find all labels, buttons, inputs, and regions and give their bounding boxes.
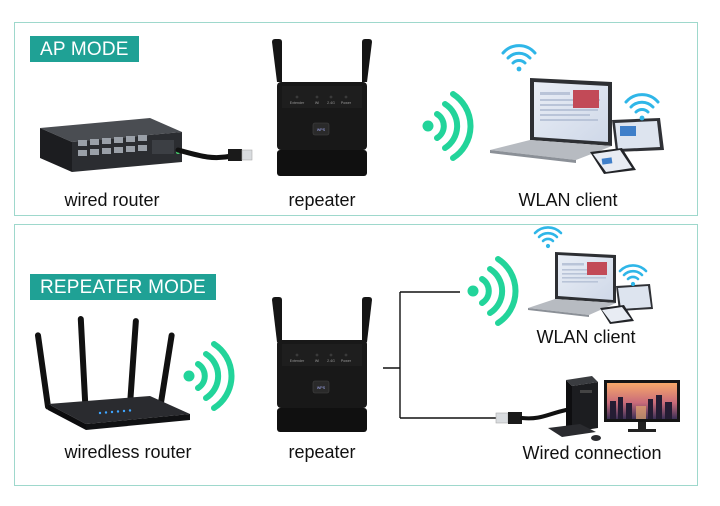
wifi-icon <box>533 226 563 249</box>
repeater-mode-label: REPEATER MODE <box>30 274 216 300</box>
indicator-label: Wi <box>315 101 319 105</box>
ap-repeater-caption: repeater <box>288 190 356 210</box>
repeater-device: Extender Wi 2.4G Power WPS <box>272 297 372 432</box>
wired-router-image <box>40 118 182 172</box>
indicator-label: 2.4G <box>327 359 335 363</box>
repeater-caption: repeater <box>288 442 356 462</box>
wired-connection-image <box>495 376 680 441</box>
connection-lines <box>383 291 496 419</box>
wired-connection-caption: Wired connection <box>522 443 662 463</box>
wifi-icon <box>618 264 648 287</box>
repeater-wifi-signal-icon <box>183 341 235 411</box>
indicator-label: Wi <box>315 359 319 363</box>
ap-mode-label: AP MODE <box>30 36 139 62</box>
wireless-router-caption: wiredless router <box>64 442 192 462</box>
indicator-label: Power <box>341 359 352 363</box>
ap-wifi-signal-icon <box>422 91 474 161</box>
indicator-label: Extender <box>290 359 305 363</box>
indicator-label: 2.4G <box>327 101 335 105</box>
wifi-icon <box>624 93 660 121</box>
wps-label: WPS <box>317 128 326 132</box>
repeater-wlan-client-caption: WLAN client <box>536 327 636 347</box>
client-wifi-signal-icon <box>467 256 519 326</box>
wifi-icon <box>501 44 537 72</box>
wps-button <box>312 380 330 394</box>
wireless-router-image <box>34 316 190 430</box>
wired-router-caption: wired router <box>64 190 160 210</box>
ethernet-cable <box>175 147 253 161</box>
indicator-label: Power <box>341 101 352 105</box>
wps-button <box>312 122 330 136</box>
ap-repeater-device: Extender Wi 2.4G Power WPS <box>272 39 372 176</box>
ap-wlan-client-caption: WLAN client <box>518 190 618 210</box>
repeater-wlan-client-image <box>528 252 653 324</box>
ap-wlan-client-image <box>490 78 664 174</box>
indicator-label: Extender <box>290 101 305 105</box>
wps-label: WPS <box>317 386 326 390</box>
